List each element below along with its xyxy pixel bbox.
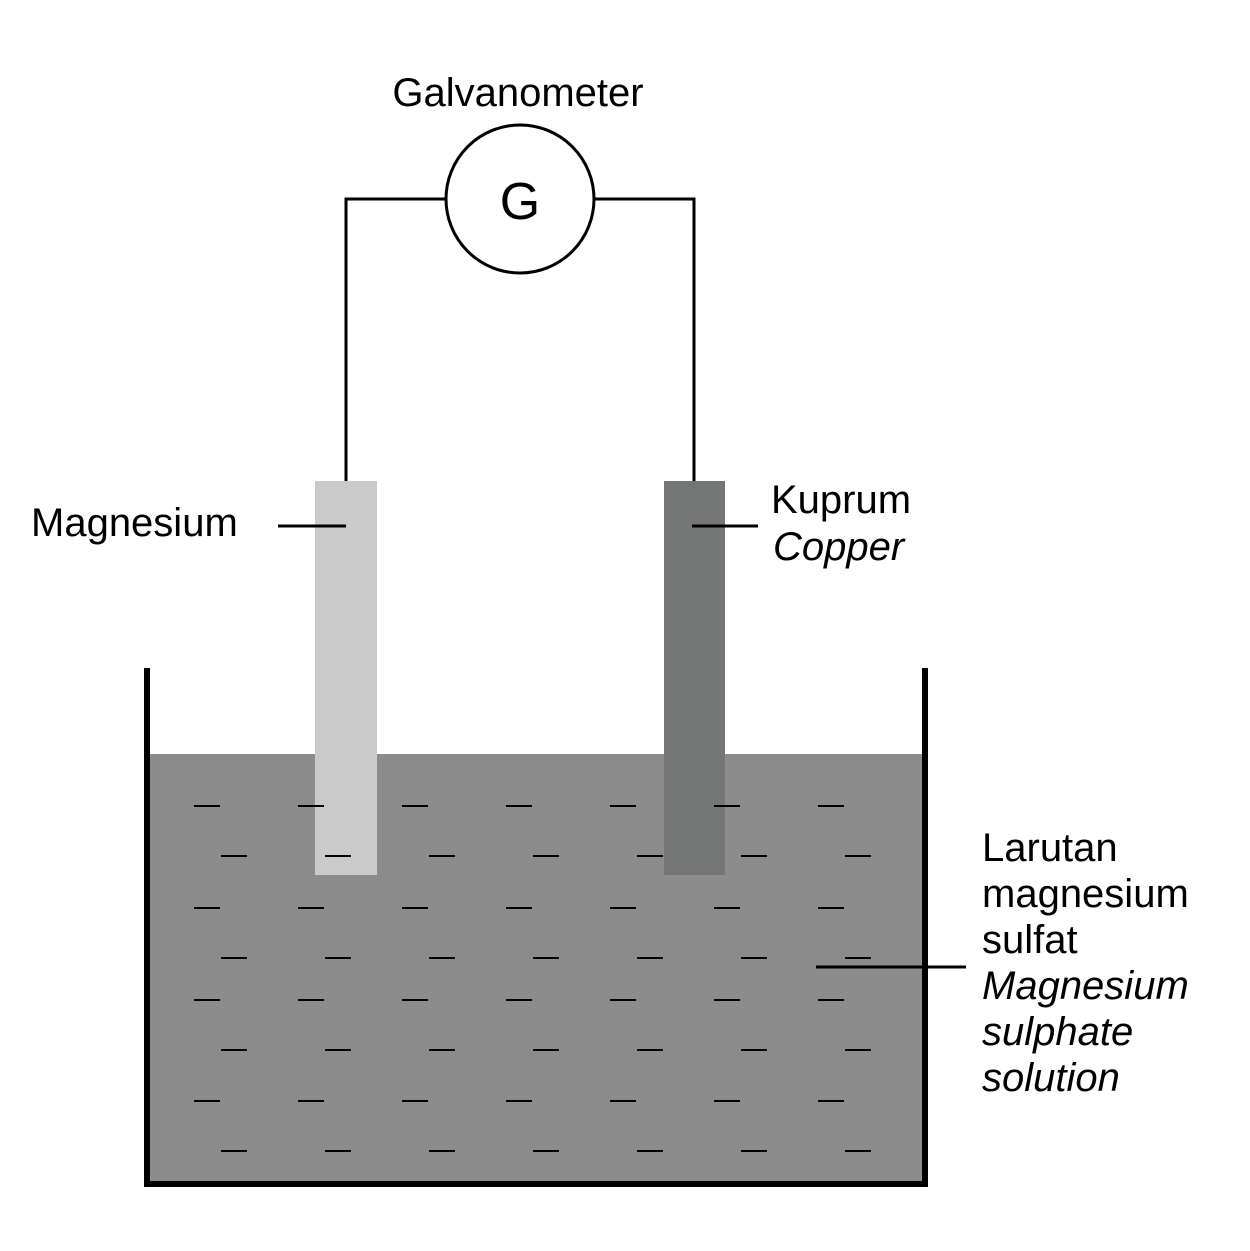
solution-label-english-line-2: sulphate (982, 1010, 1133, 1054)
solution-dashes-over-electrodes (298, 805, 740, 857)
solution-label-english-line-1: Magnesium (982, 964, 1189, 1008)
magnesium-electrode (315, 481, 377, 875)
copper-label-english: Copper (773, 525, 906, 569)
galvanometer-icon (444, 123, 596, 275)
beaker (144, 668, 928, 1187)
galvanometer-label: Galvanometer (392, 71, 643, 115)
solution-label-malay-line-2: magnesium (982, 872, 1189, 916)
magnesium-label: Magnesium (31, 501, 238, 545)
solution-label-malay-line-1: Larutan (982, 826, 1118, 870)
solution-label-malay-line-3: sulfat (982, 918, 1078, 962)
solution-label-english-line-3: solution (982, 1056, 1120, 1100)
copper-electrode (664, 481, 725, 875)
magnesium-sulphate-solution (150, 754, 922, 1182)
wire-left (344, 197, 446, 481)
wire-right (594, 197, 696, 481)
copper-label-malay: Kuprum (771, 478, 911, 522)
solution-dashes (194, 805, 871, 1152)
galvanometer-symbol: G (500, 173, 540, 231)
